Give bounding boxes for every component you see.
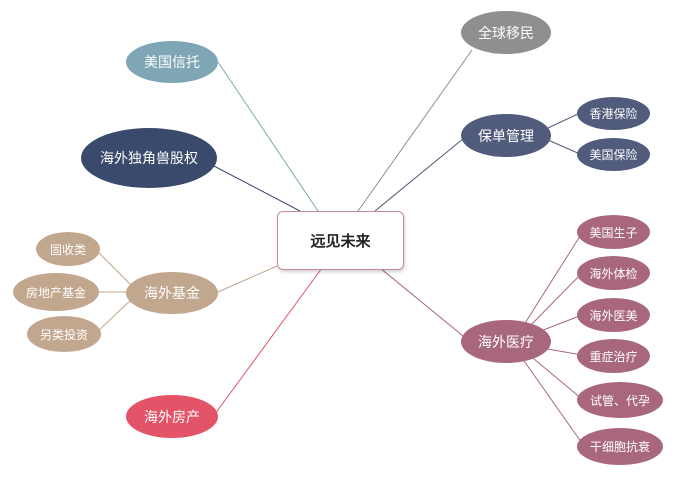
subtopic-us-insurance[interactable]: 美国保险 [577, 138, 650, 171]
topic-overseas-fund[interactable]: 海外基金 [126, 272, 218, 314]
topic-global-migration[interactable]: 全球移民 [461, 11, 551, 54]
subtopic-fixed-income[interactable]: 固收类 [36, 232, 100, 266]
link-medical-1 [521, 232, 583, 329]
subtopic-stem-cell-anti-aging[interactable]: 干细胞抗衰 [577, 428, 663, 465]
link-medical [379, 267, 469, 341]
subtopic-critical-illness-treatment[interactable]: 重症治疗 [577, 339, 650, 373]
topic-overseas-medical[interactable]: 海外医疗 [461, 320, 551, 363]
link-property [211, 267, 323, 419]
link-medical-6 [521, 357, 585, 447]
link-fund [217, 265, 278, 293]
link-policy [374, 137, 465, 212]
subtopic-overseas-aesthetics[interactable]: 海外医美 [577, 298, 650, 332]
subtopic-hk-insurance[interactable]: 香港保险 [577, 97, 650, 130]
subtopic-overseas-checkup[interactable]: 海外体检 [577, 256, 650, 290]
topic-us-trust[interactable]: 美国信托 [126, 41, 218, 83]
subtopic-real-estate-fund[interactable]: 房地产基金 [13, 273, 99, 311]
link-policy-us [547, 139, 581, 155]
link-medical-2 [524, 272, 583, 332]
link-migration [357, 49, 473, 212]
link-trust [217, 61, 319, 212]
subtopic-ivf-surrogacy[interactable]: 试管、代孕 [577, 382, 663, 418]
subtopic-alternative-investment[interactable]: 另类投资 [27, 316, 101, 352]
link-policy-hk [547, 112, 581, 129]
link-unicorn [211, 164, 301, 212]
topic-policy-management[interactable]: 保单管理 [461, 114, 551, 157]
link-fund-fixed [95, 249, 135, 289]
link-medical-5 [527, 353, 583, 400]
link-fund-alt [95, 296, 135, 334]
topic-overseas-property[interactable]: 海外房产 [126, 395, 218, 438]
subtopic-us-birth[interactable]: 美国生子 [577, 215, 650, 249]
topic-overseas-unicorn-equity[interactable]: 海外独角兽股权 [81, 128, 217, 188]
central-topic[interactable]: 远见未来 [277, 211, 404, 270]
